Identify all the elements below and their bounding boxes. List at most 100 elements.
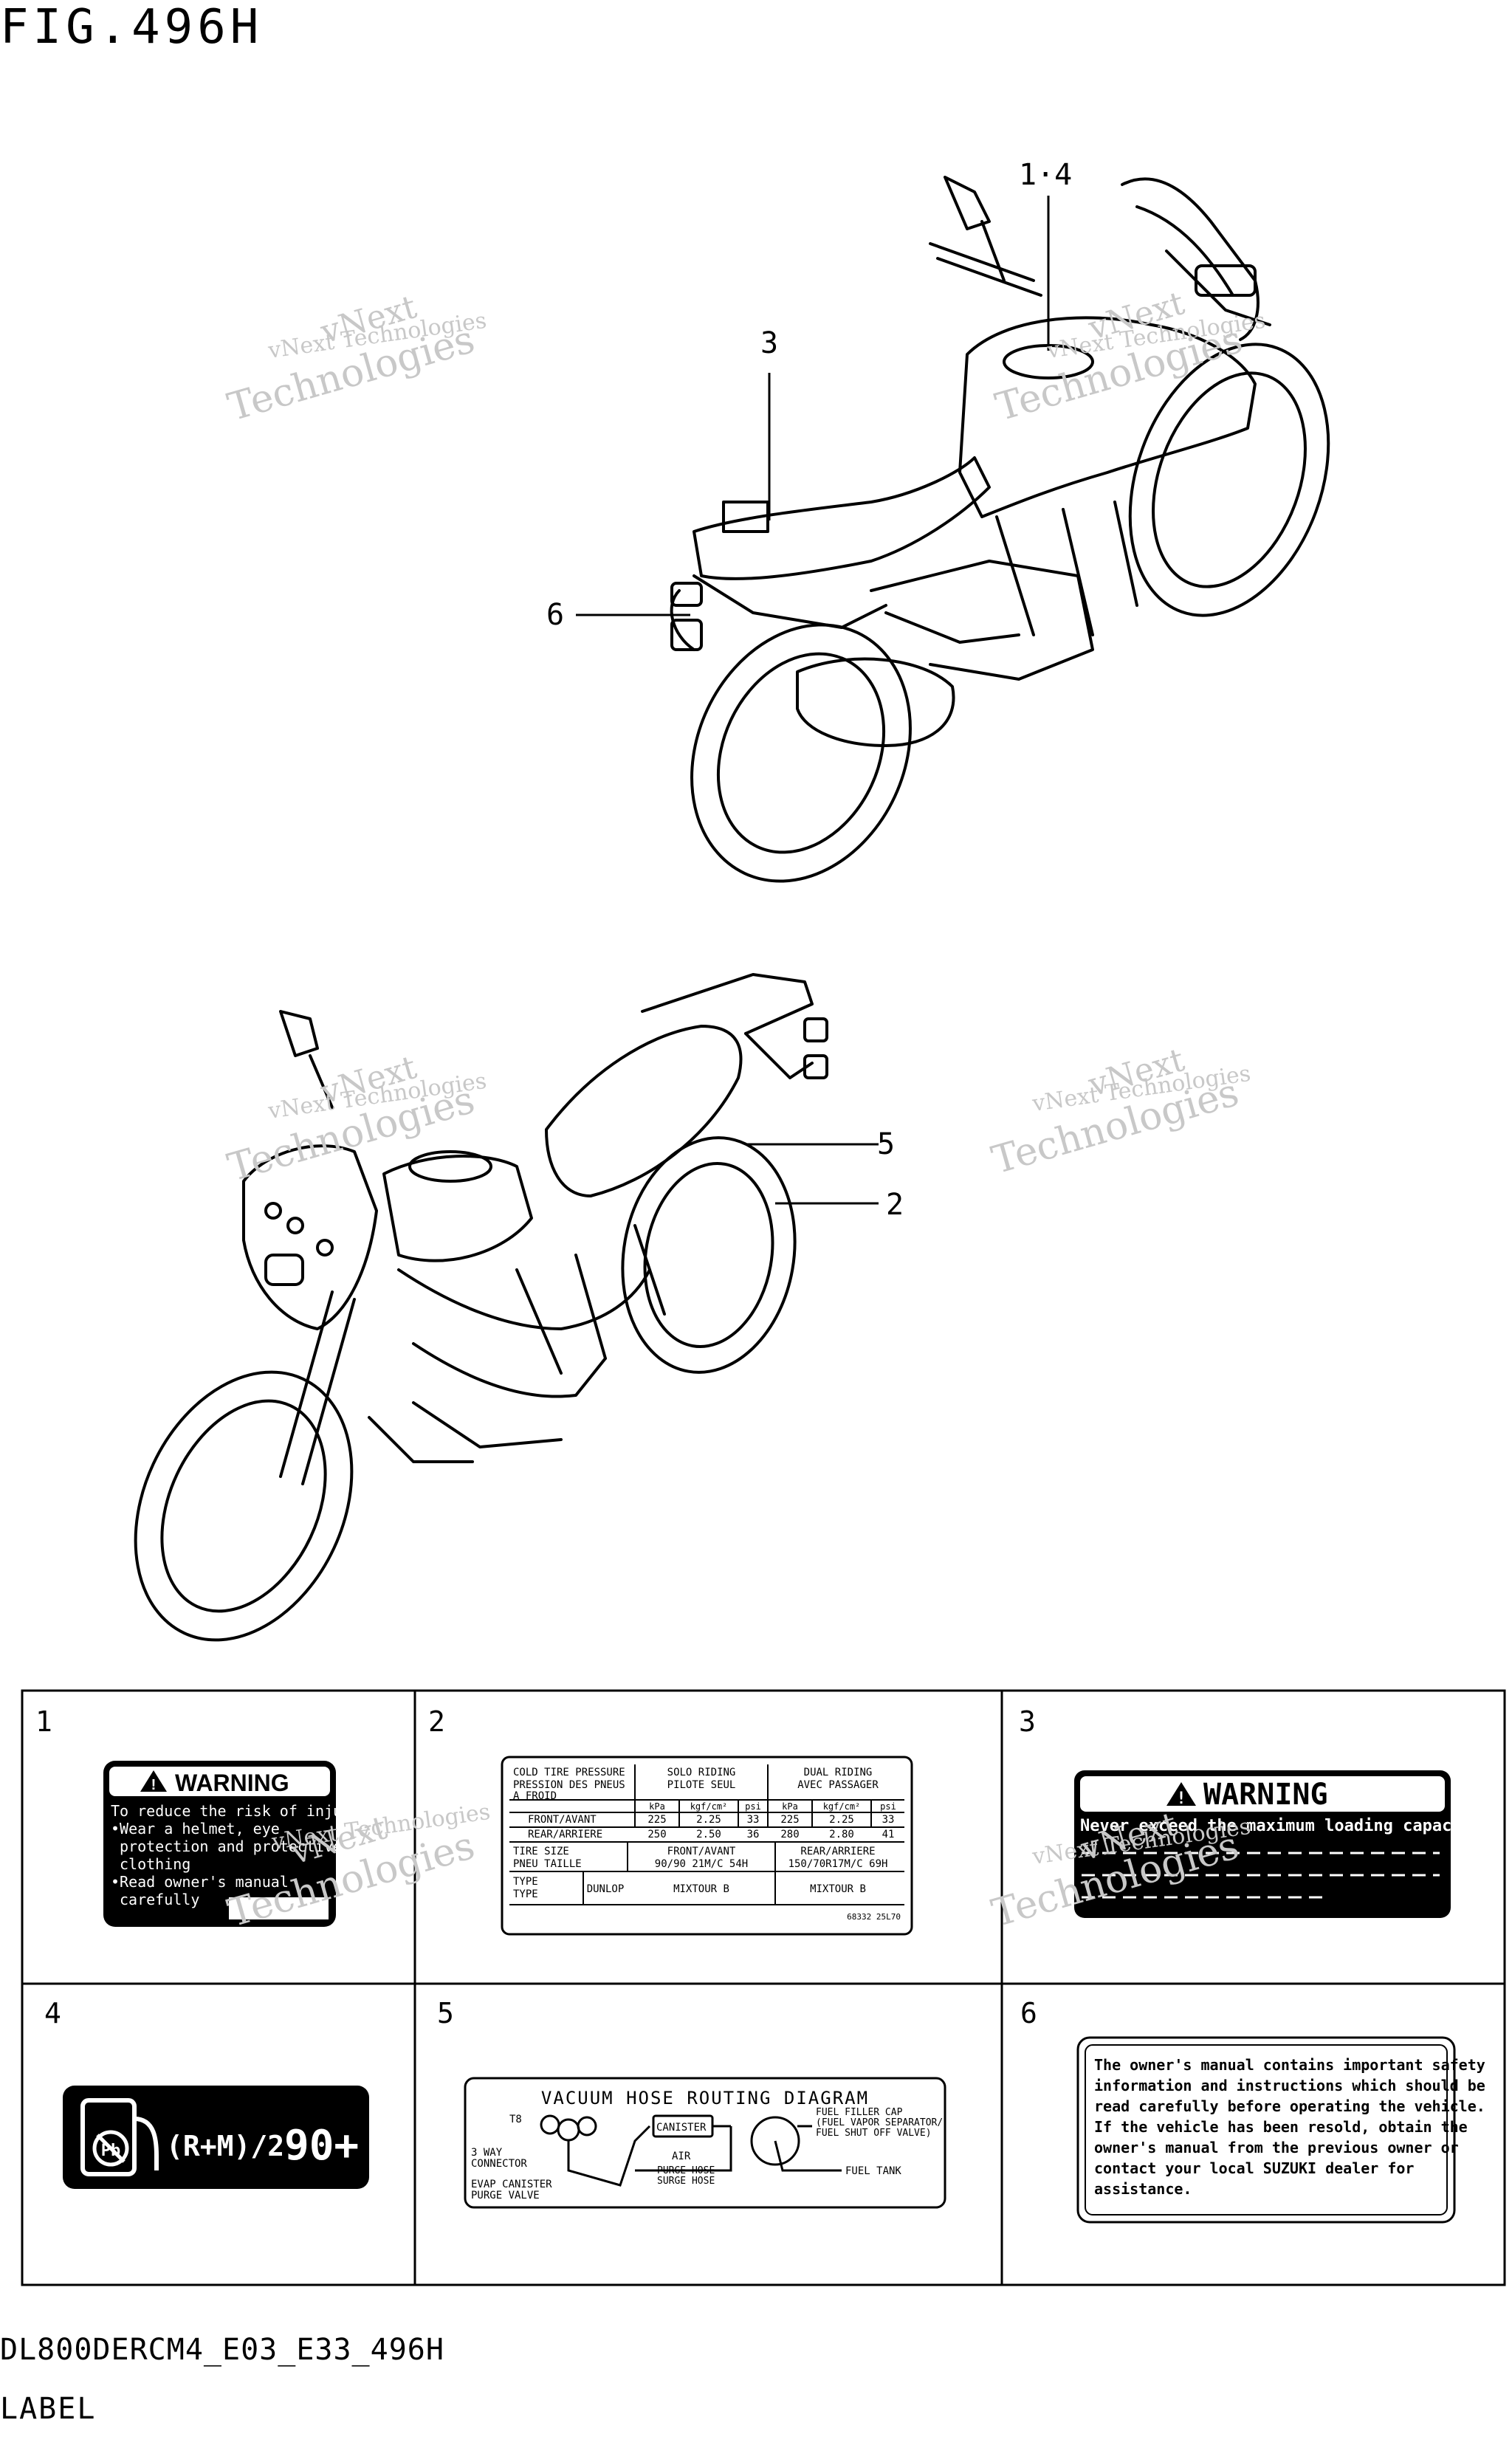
svg-text:A FROID: A FROID [513,1790,557,1802]
svg-text:FUEL TANK: FUEL TANK [845,2165,901,2177]
svg-text:COLD TIRE PRESSURE: COLD TIRE PRESSURE [513,1767,625,1778]
svg-text:SURGE HOSE: SURGE HOSE [657,2176,715,2187]
svg-text:MIXTOUR B: MIXTOUR B [810,1883,866,1895]
svg-text:carefully: carefully [120,1891,199,1908]
svg-text:FUEL FILLER CAP: FUEL FILLER CAP [816,2107,903,2118]
cell-number-5: 5 [437,1997,454,2029]
svg-text:REAR/ARRIERE: REAR/ARRIERE [800,1846,875,1857]
svg-text:WARNING: WARNING [175,1770,289,1796]
svg-text:2.25: 2.25 [696,1814,721,1826]
svg-text:CONNECTOR: CONNECTOR [471,2158,527,2170]
svg-text:SOLO RIDING: SOLO RIDING [667,1767,736,1778]
svg-text:!: ! [1176,1790,1186,1808]
svg-text:•Read owner's manual: •Read owner's manual [111,1873,289,1891]
svg-text:90+: 90+ [284,2122,359,2170]
svg-text:owner's manual from the previo: owner's manual from the previous owner o… [1094,2139,1459,2156]
svg-text:TYPE: TYPE [513,1888,538,1900]
svg-text:90/90 21M/C 54H: 90/90 21M/C 54H [655,1858,748,1870]
svg-text:PNEU TAILLE: PNEU TAILLE [513,1858,582,1870]
svg-text:protection and protective: protection and protective [120,1838,342,1855]
svg-text:TYPE: TYPE [513,1876,538,1888]
svg-text:FRONT/AVANT: FRONT/AVANT [667,1846,736,1857]
callout-5: 5 [877,1127,895,1161]
label-5-vacuum-hose-diagram: VACUUM HOSE ROUTING DIAGRAM T8 3 WAY CON… [464,2077,946,2209]
footer-diagram-code: DL800DERCM4_E03_E33_496H [0,2333,444,2367]
svg-text:CANISTER: CANISTER [656,2122,707,2134]
figure-title: FIG.496H [0,0,264,55]
label-3-loading-warning: ! WARNING Never exceed the maximum loadi… [1074,1770,1481,1918]
svg-text:kPa: kPa [782,1801,798,1812]
bottom-motorcycle-drawing [134,973,828,1642]
svg-text:2.25: 2.25 [829,1814,854,1826]
callout-6: 6 [546,598,564,632]
top-motorcycle-drawing [670,176,1330,883]
svg-text:clothing: clothing [120,1855,190,1873]
label-2-tire-pressure: COLD TIRE PRESSURE PRESSION DES PNEUS A … [501,1756,913,1936]
svg-text:150/70R17M/C 69H: 150/70R17M/C 69H [788,1858,888,1870]
svg-text:AVEC PASSAGER: AVEC PASSAGER [797,1779,879,1791]
svg-text:225: 225 [780,1814,799,1826]
cell-number-6: 6 [1020,1997,1037,2029]
label-4-fuel-octane: Pb (R+M)/2 90+ [63,2086,369,2189]
svg-text:PILOTE SEUL: PILOTE SEUL [667,1779,736,1791]
svg-text:EVAP CANISTER: EVAP CANISTER [471,2179,552,2190]
svg-text:(FUEL VAPOR SEPARATOR/: (FUEL VAPOR SEPARATOR/ [816,2117,943,2128]
footer-section-label: LABEL [0,2392,97,2426]
svg-text:contact your local SUZUKI deal: contact your local SUZUKI dealer for [1094,2159,1414,2177]
svg-text:Never exceed the maximum loadi: Never exceed the maximum loading capacit… [1080,1817,1481,1835]
svg-text:assistance.: assistance. [1094,2180,1192,2198]
svg-text:36: 36 [747,1829,760,1840]
warning-triangle-icon [1166,1782,1196,1806]
cell-number-1: 1 [35,1705,52,1738]
svg-text:PRESSION DES PNEUS: PRESSION DES PNEUS [513,1779,625,1791]
svg-text:41: 41 [882,1829,895,1840]
svg-text:•Wear a helmet, eye: •Wear a helmet, eye [111,1820,280,1838]
cell-number-3: 3 [1019,1705,1036,1738]
svg-text:FRONT/AVANT: FRONT/AVANT [528,1814,597,1826]
cell-number-4: 4 [44,1997,61,2029]
svg-text:2.80: 2.80 [829,1829,854,1840]
svg-text:WARNING: WARNING [1203,1778,1328,1812]
svg-text:kgf/cm²: kgf/cm² [690,1801,728,1812]
svg-text:TIRE SIZE: TIRE SIZE [513,1846,569,1857]
fuel-pump-icon [80,2098,159,2176]
svg-text:REAR/ARRIERE: REAR/ARRIERE [528,1829,602,1840]
svg-text:PURGE HOSE: PURGE HOSE [657,2165,715,2176]
svg-text:250: 250 [647,1829,666,1840]
cell-number-2: 2 [428,1705,445,1738]
svg-text:3 WAY: 3 WAY [471,2147,503,2159]
svg-text:225: 225 [647,1814,666,1826]
svg-text:T8: T8 [509,2114,522,2125]
callout-leaders [576,196,1050,1205]
svg-text:(R+M)/2: (R+M)/2 [166,2130,284,2162]
svg-text:The owner's manual contains im: The owner's manual contains important sa… [1094,2056,1485,2074]
svg-text:PURGE VALVE: PURGE VALVE [471,2190,540,2201]
callout-2: 2 [886,1188,904,1222]
svg-text:kgf/cm²: kgf/cm² [823,1801,861,1812]
svg-text:kPa: kPa [649,1801,665,1812]
callout-1-4: 1·4 [1019,158,1072,192]
svg-text:33: 33 [882,1814,895,1826]
svg-text:AIR: AIR [672,2151,691,2162]
svg-text:MIXTOUR B: MIXTOUR B [673,1883,729,1895]
svg-text:2.50: 2.50 [696,1829,721,1840]
grid-lines [21,1689,1506,2286]
svg-text:psi: psi [745,1801,761,1812]
label-6-owners-manual-notice: The owner's manual contains important sa… [1076,2036,1485,2224]
svg-text:68332 25L70: 68332 25L70 [847,1912,901,1922]
label-1-warning-helmet: ! WARNING To reduce the risk of injury •… [103,1761,360,1927]
svg-text:DUAL RIDING: DUAL RIDING [804,1767,873,1778]
svg-text:psi: psi [880,1801,896,1812]
svg-text:!: ! [151,1777,157,1793]
callout-3: 3 [760,326,778,360]
svg-text:information and instructions w: information and instructions which shoul… [1094,2077,1485,2094]
motorcycle-illustrations: 1·4 3 6 5 2 vNext Technologies vNext Tec… [134,158,1330,1642]
svg-text:280: 280 [780,1829,799,1840]
svg-text:If the vehicle has been resold: If the vehicle has been resold, obtain t… [1094,2118,1468,2136]
svg-text:To reduce the risk of injury: To reduce the risk of injury [111,1802,360,1820]
svg-text:DUNLOP: DUNLOP [587,1883,625,1895]
svg-text:VACUUM HOSE ROUTING DIAGRAM: VACUUM HOSE ROUTING DIAGRAM [541,2088,869,2108]
svg-text:33: 33 [747,1814,760,1826]
svg-text:read carefully before operatin: read carefully before operating the vehi… [1094,2097,1485,2115]
warning-triangle-icon [140,1770,167,1792]
